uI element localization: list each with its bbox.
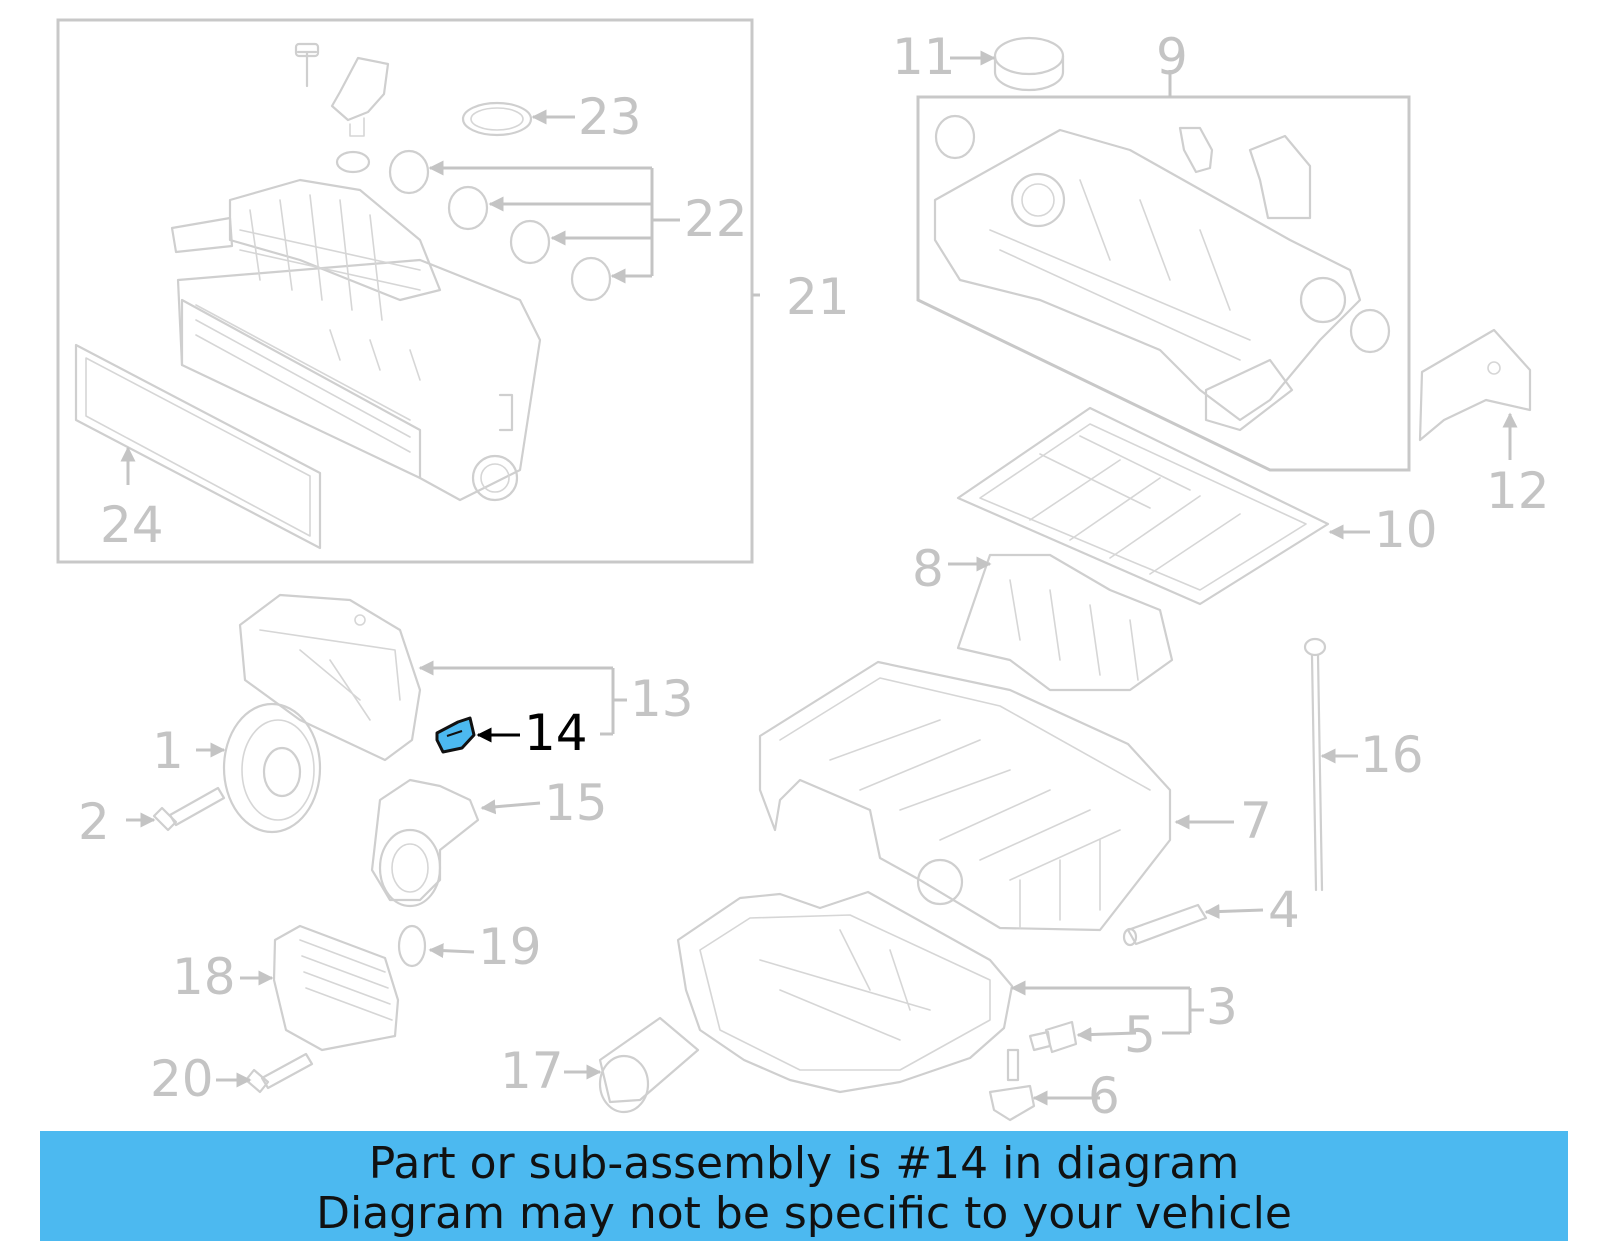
part-6-drain-sensor — [988, 1048, 1036, 1122]
callout-6: 6 — [1088, 1067, 1120, 1125]
part-10-gasket — [956, 406, 1330, 606]
part-15-seal-carrier — [370, 778, 480, 908]
banner-part-notice: Part or sub-assembly is #14 in diagram — [368, 1138, 1240, 1189]
part-14-highlighted-seal — [435, 716, 476, 754]
callout-24: 24 — [100, 496, 164, 554]
part-3-oil-pan-lower — [676, 890, 1014, 1094]
callout-15: 15 — [544, 774, 608, 832]
part-5-plug — [1028, 1020, 1078, 1054]
callout-1: 1 — [152, 722, 184, 780]
part-9-head-cover — [933, 114, 1391, 432]
part-24-intake-gasket — [74, 343, 322, 550]
part-13-cover — [238, 593, 422, 762]
callout-13: 13 — [630, 670, 694, 728]
part-12-timing-cover — [1418, 328, 1532, 442]
part-7-oil-pan-upper — [758, 660, 1172, 932]
part-1-pulley — [222, 702, 322, 834]
callout-16: 16 — [1360, 726, 1424, 784]
callout-12: 12 — [1486, 462, 1550, 520]
callout-20: 20 — [150, 1050, 214, 1108]
part-21-intake-manifold — [170, 178, 542, 502]
part-2-bolt — [152, 786, 226, 832]
callout-14-highlighted: 14 — [524, 704, 588, 762]
callout-7: 7 — [1240, 792, 1272, 850]
part-23-seal-and-sensor — [294, 42, 533, 174]
part-19-o-ring — [397, 924, 427, 968]
banner-disclaimer: Diagram may not be specific to your vehi… — [316, 1188, 1292, 1239]
part-11-oil-filler-cap — [993, 36, 1065, 92]
head-cover-group-frame — [916, 95, 1411, 472]
part-17-oil-filter — [598, 1016, 700, 1114]
callout-10: 10 — [1374, 501, 1438, 559]
info-banner: Part or sub-assembly is #14 in diagram D… — [40, 1131, 1568, 1241]
part-16-dipstick — [1303, 637, 1327, 892]
callout-22: 22 — [684, 190, 748, 248]
callout-17: 17 — [500, 1042, 564, 1100]
callout-5: 5 — [1124, 1006, 1156, 1064]
callout-23: 23 — [578, 88, 642, 146]
callout-21: 21 — [786, 268, 850, 326]
callout-4: 4 — [1268, 881, 1300, 939]
callout-8: 8 — [912, 540, 944, 598]
part-22-o-rings — [388, 149, 612, 302]
part-8-baffle — [956, 553, 1174, 692]
intake-group-frame — [56, 18, 754, 564]
callout-2: 2 — [78, 793, 110, 851]
callout-9: 9 — [1156, 28, 1188, 86]
callout-3: 3 — [1206, 978, 1238, 1036]
part-4-sensor — [1122, 903, 1208, 947]
callout-19: 19 — [478, 918, 542, 976]
callout-11: 11 — [892, 28, 956, 86]
part-18-oil-cooler — [272, 924, 400, 1052]
part-20-bolt — [244, 1052, 314, 1094]
leader-lines — [120, 50, 1518, 1106]
callout-18: 18 — [172, 948, 236, 1006]
